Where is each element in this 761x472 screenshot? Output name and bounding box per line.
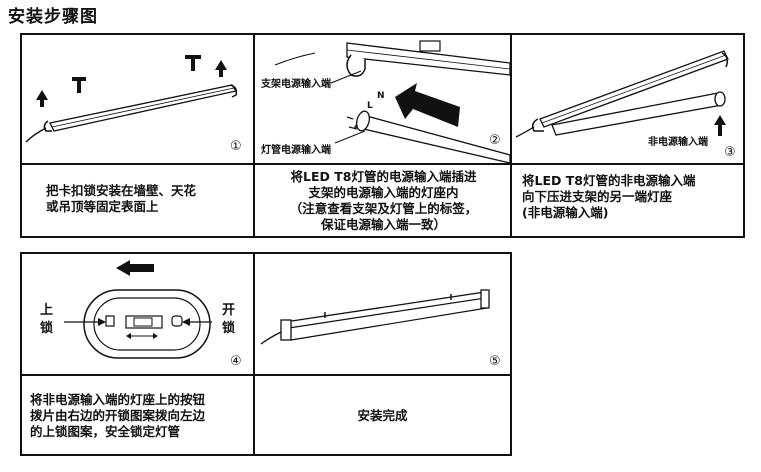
- bracket-power-label: 支架电源输入端: [261, 79, 331, 90]
- step-3-illustration: [515, 50, 729, 138]
- step-2-picture: 支架电源输入端 灯管电源输入端 N L ②: [253, 33, 512, 165]
- step-2-caption-box: 将LED T8灯管的电源输入端插进 支架的电源输入端的灯座内 （注意查看支架及灯…: [253, 163, 512, 238]
- step-4-illustration: [64, 260, 212, 359]
- left-arrow-icon: [116, 260, 154, 276]
- unlock-label: 开锁: [222, 303, 236, 336]
- step-4-caption-line: 拨片由右边的开锁图案拨向左边: [30, 408, 206, 423]
- step-1-picture: ①: [20, 33, 255, 165]
- label-pointer-line: [330, 70, 362, 84]
- pointer-arrow-icon: [64, 318, 212, 326]
- step-2-caption-line: （注意查看支架及灯管上的标签，: [289, 201, 478, 216]
- step-2-illustration: [274, 40, 510, 163]
- step-5-number: ⑤: [489, 354, 501, 369]
- step-5-picture: ⑤: [253, 252, 512, 376]
- step-3-caption-line: 将LED T8灯管的非电源输入端: [522, 173, 696, 188]
- step-5-caption-box: 安装完成: [253, 374, 512, 456]
- fixture-icon: [25, 84, 238, 143]
- step-3-caption-box: 将LED T8灯管的非电源输入端 向下压进支架的另一端灯座 (非电源输入端): [510, 163, 745, 238]
- lock-label: 上锁: [40, 303, 54, 336]
- insert-arrow-icon: [395, 83, 460, 127]
- tube-mark-l: L: [367, 101, 373, 111]
- label-pointer-line: [334, 130, 366, 144]
- bracket-icon: [274, 40, 510, 77]
- page-title: 安装步骤图: [8, 7, 98, 27]
- step-4-caption-line: 将非电源输入端的灯座上的按钮: [30, 392, 206, 407]
- step-2-number: ②: [489, 133, 501, 148]
- tube-icon: [346, 110, 510, 163]
- step-2-caption-line: 保证电源输入端一致）: [320, 217, 446, 232]
- installed-fixture-icon: [260, 289, 490, 345]
- step-1-illustration: [25, 55, 238, 143]
- step-1-number: ①: [230, 139, 242, 154]
- non-power-label: 非电源输入端: [648, 137, 708, 148]
- step-4-caption-box: 将非电源输入端的灯座上的按钮 拨片由右边的开锁图案拨向左边 的上锁图案，安全锁定…: [20, 374, 255, 456]
- step-1-caption-line: 或吊顶等固定表面上: [46, 199, 159, 214]
- step-4-picture: 上锁 开锁 ④: [20, 252, 255, 376]
- clip-icon: [72, 55, 201, 93]
- step-2-caption-line: 支架的电源输入端的灯座内: [308, 185, 459, 200]
- step-3-number: ③: [724, 145, 736, 160]
- up-arrow-icon: [714, 115, 726, 136]
- tube-power-label: 灯管电源输入端: [261, 145, 331, 156]
- step-1-caption-box: 把卡扣锁安装在墙壁、天花 或吊顶等固定表面上: [20, 163, 255, 238]
- step-3-caption-line: 向下压进支架的另一端灯座: [522, 189, 673, 204]
- step-4-number: ④: [230, 354, 242, 369]
- tube-icon: [551, 91, 726, 136]
- step-2-caption-line: 将LED T8灯管的电源输入端插进: [290, 169, 477, 184]
- tube-mark-n: N: [377, 91, 385, 101]
- step-1-caption-line: 把卡扣锁安装在墙壁、天花: [46, 183, 197, 198]
- lamp-holder-icon: [83, 289, 211, 359]
- step-3-picture: 非电源输入端 ③: [510, 33, 745, 165]
- up-arrow-icon: [36, 60, 227, 107]
- step-3-caption-line: (非电源输入端): [522, 205, 609, 220]
- step-5-illustration: [260, 289, 490, 345]
- step-4-caption-line: 的上锁图案，安全锁定灯管: [30, 424, 181, 439]
- step-5-caption-line: 安装完成: [357, 408, 408, 423]
- bracket-icon: [515, 50, 729, 138]
